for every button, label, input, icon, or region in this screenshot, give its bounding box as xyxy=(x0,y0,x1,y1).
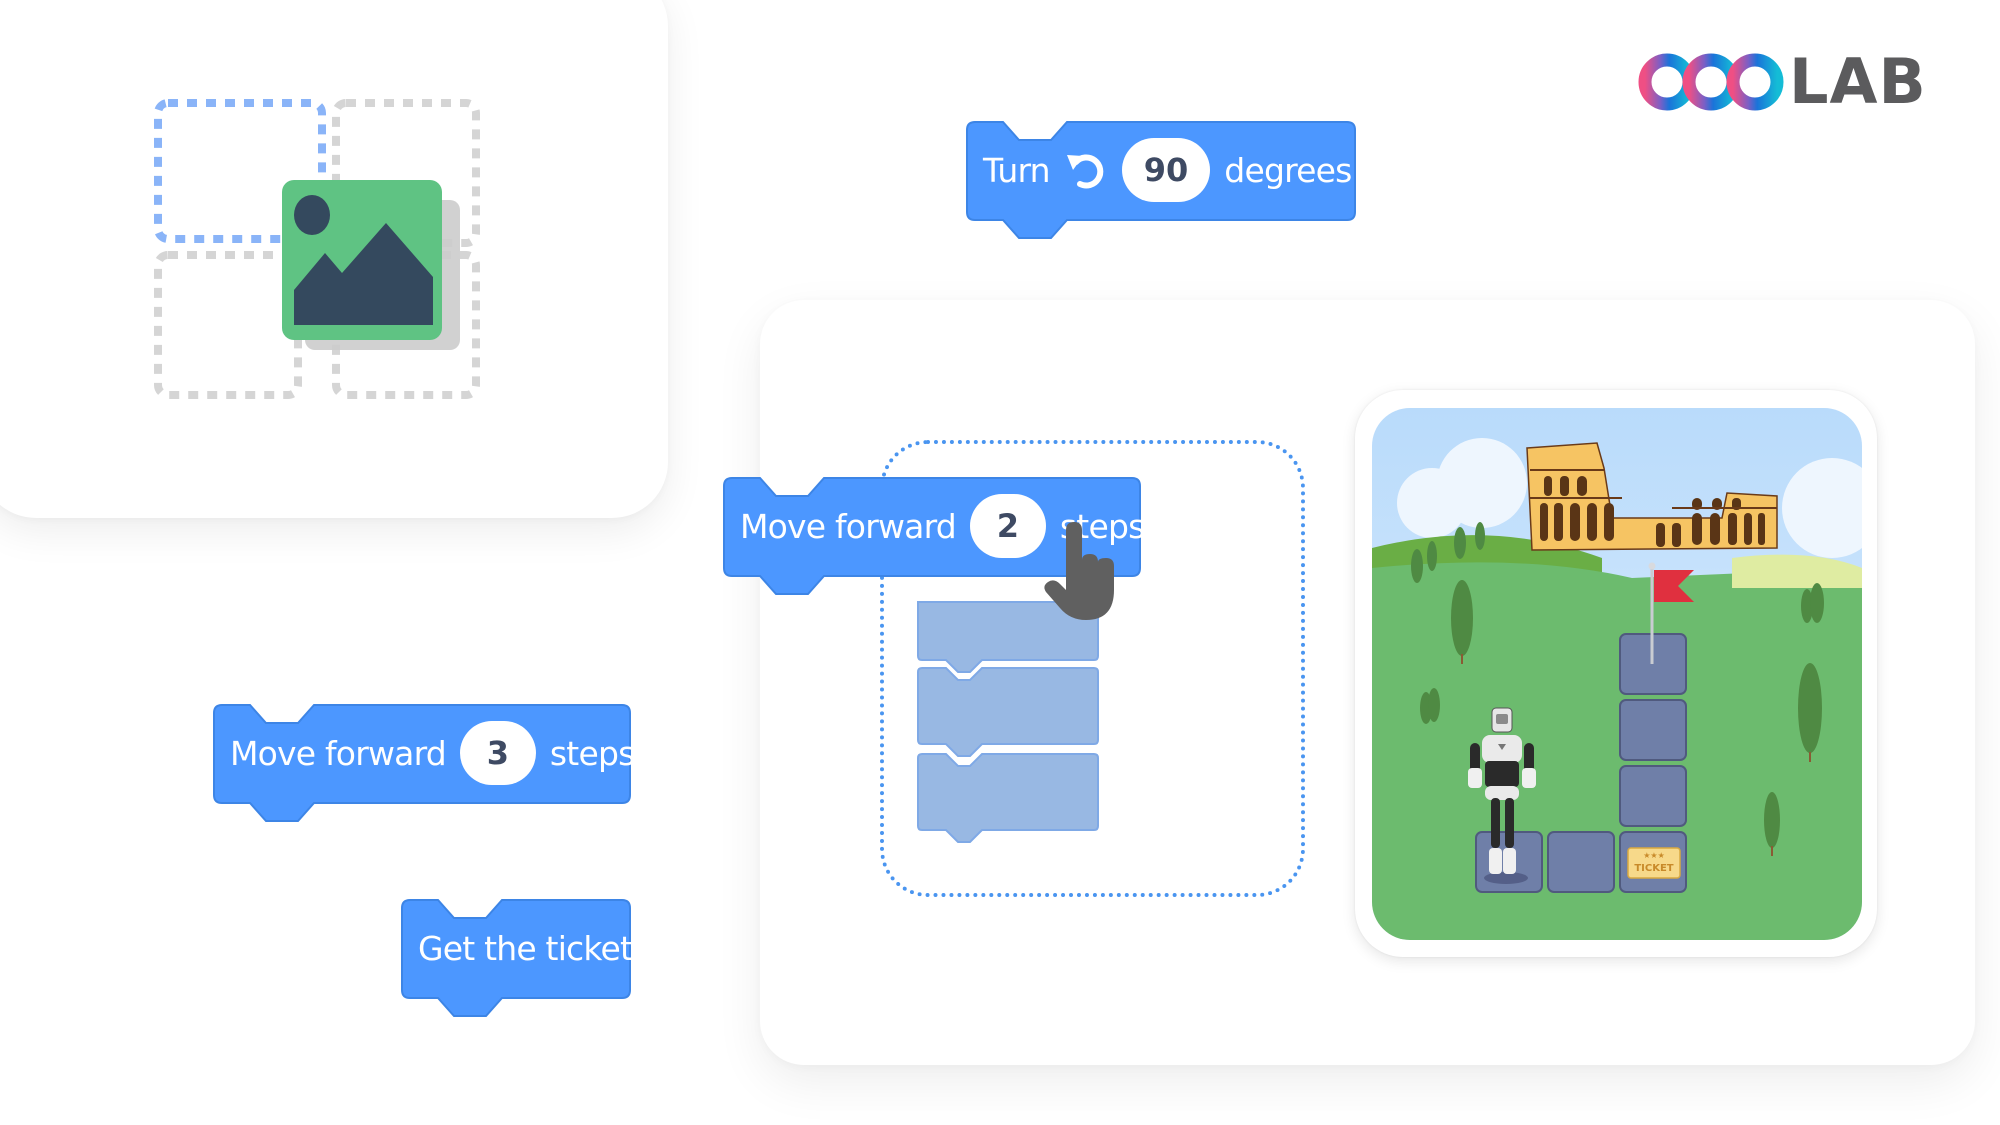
turn-label: Turn xyxy=(983,150,1051,190)
coolab-logo: LAB xyxy=(1637,50,1937,114)
move-forward-label: Move forward xyxy=(740,506,957,546)
image-grid-placeholder xyxy=(150,95,510,415)
turn-suffix: degrees xyxy=(1224,150,1352,190)
tile xyxy=(1619,699,1687,761)
clouds xyxy=(1397,438,1862,558)
trees xyxy=(1411,522,1824,856)
ghost-slot-3 xyxy=(917,753,1099,843)
svg-text:★★★: ★★★ xyxy=(1643,851,1665,860)
game-stage: ★★★ TICKET xyxy=(1372,408,1862,940)
tile xyxy=(1547,831,1615,893)
code-drop-zone[interactable] xyxy=(880,440,1305,897)
image-icon xyxy=(282,180,442,340)
turn-block[interactable]: Turn 90 degrees xyxy=(965,120,1357,240)
move-forward-label: Move forward xyxy=(230,733,447,773)
logo-text: LAB xyxy=(1789,45,1927,118)
move-steps-input[interactable]: 3 xyxy=(459,721,536,785)
steps-suffix: steps xyxy=(549,733,635,773)
move-steps-input[interactable]: 2 xyxy=(969,494,1046,558)
ghost-block-stack xyxy=(914,600,1104,850)
meadow xyxy=(1372,562,1862,940)
move-forward-block-palette[interactable]: Move forward 3 steps xyxy=(212,703,635,823)
grid-cell-top-left-highlight xyxy=(154,99,326,243)
ticket-icon: ★★★ TICKET xyxy=(1627,847,1681,879)
rotate-left-icon xyxy=(1064,148,1108,192)
logo-rings-icon xyxy=(1638,53,1784,111)
ghost-slot-2 xyxy=(917,667,1099,757)
grid-cell-bottom-left xyxy=(154,251,302,399)
move-forward-block-dragged[interactable]: Move forward 2 steps xyxy=(722,476,1145,596)
colosseum xyxy=(1526,442,1778,551)
ghost-slot-1 xyxy=(917,601,1099,673)
robot-character xyxy=(1468,707,1536,884)
svg-text:TICKET: TICKET xyxy=(1634,863,1673,874)
tile xyxy=(1619,765,1687,827)
hand-pointer-icon xyxy=(1040,520,1120,625)
get-ticket-block[interactable]: Get the ticket xyxy=(400,898,633,1018)
turn-degrees-input[interactable]: 90 xyxy=(1121,138,1211,202)
get-ticket-label: Get the ticket xyxy=(418,928,633,968)
goal-flag-icon xyxy=(1648,562,1694,664)
